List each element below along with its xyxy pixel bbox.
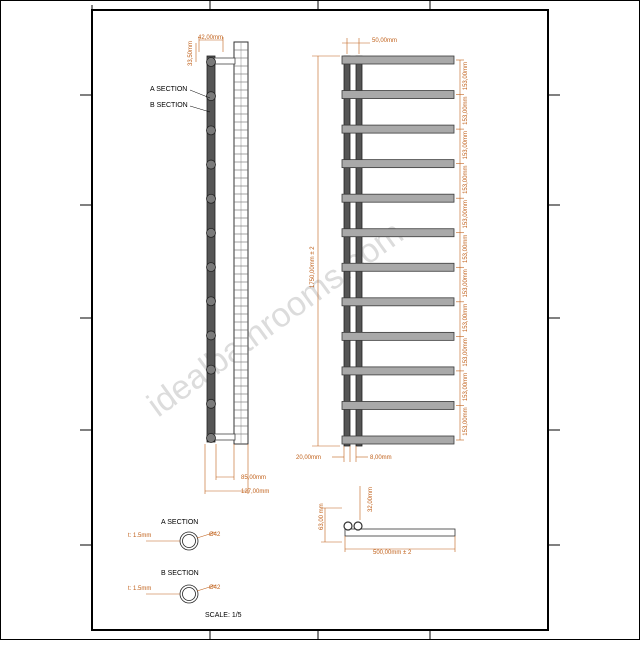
section-a-title: A SECTION: [161, 519, 198, 526]
towel-bar: [341, 90, 455, 99]
side-dim-top: 33,50mm: [188, 41, 194, 66]
spacing-label: 153,00mm: [463, 269, 469, 297]
towel-bar: [341, 159, 455, 169]
front-dim-height: 1750,00mm ± 2: [310, 246, 316, 288]
spacing-label: 153,00mm: [463, 96, 469, 124]
towel-bar: [341, 331, 455, 341]
side-nodes: [206, 57, 216, 443]
plan-dim-height: 63,00 mm: [319, 503, 325, 530]
side-node: [206, 433, 216, 443]
section-a-thickness: t: 1.5mm: [128, 533, 151, 539]
spacing-label: 153,00mm: [463, 338, 469, 366]
side-node: [206, 57, 216, 67]
spacing-label: 153,00mm: [463, 62, 469, 90]
side-label-a-section: A SECTION: [150, 86, 187, 93]
spacing-label: 153,00mm: [463, 235, 469, 263]
side-node: [206, 125, 216, 136]
towel-bar: [341, 124, 455, 134]
scale-label: SCALE: 1/5: [205, 612, 242, 619]
side-node: [206, 364, 216, 375]
side-dim-depth-outer: 127,00mm: [241, 489, 269, 495]
plan-dim-width: 500,00mm ± 2: [373, 550, 412, 556]
towel-bar: [341, 366, 455, 376]
side-node: [206, 193, 216, 204]
side-node: [206, 228, 216, 238]
side-dim-depth-inner: 85,00mm: [241, 475, 266, 481]
plan-tube-left: [343, 521, 353, 531]
front-dim-width: 50,00mm: [372, 38, 397, 44]
front-spacings: 153,00mm 153,00mm 153,00mm 153,00mm 153,00mm…: [456, 59, 469, 441]
spacing-label: 153,00mm: [463, 407, 469, 435]
side-label-b-section: B SECTION: [150, 102, 188, 109]
plan-dim-depth: 32,00mm: [368, 487, 374, 512]
side-node: [206, 159, 216, 170]
section-b-title: B SECTION: [161, 570, 199, 577]
towel-bar: [341, 262, 455, 272]
watermark: idealbathrooms.com: [140, 214, 410, 425]
side-tube: [206, 55, 216, 443]
towel-bar: [341, 228, 455, 238]
side-node: [206, 262, 216, 272]
spacing-label: 153,00mm: [463, 304, 469, 332]
front-bars: [341, 55, 455, 445]
front-tube-right: [355, 55, 363, 447]
front-tube-left: [343, 55, 351, 447]
section-b-thickness: t: 1.5mm: [128, 586, 151, 592]
side-node: [206, 330, 216, 341]
section-b: B SECTION t: 1.5mm Ø42: [128, 570, 221, 604]
towel-bar: [341, 193, 455, 203]
towel-bar: [341, 297, 455, 307]
side-node: [206, 296, 216, 307]
side-view: 42,00mm 33,50mm A SECTION B SECTION 85,0…: [150, 35, 269, 495]
towel-bar: [341, 435, 455, 445]
section-a-diameter: Ø42: [209, 532, 221, 538]
front-view: 153,00mm 153,00mm 153,00mm 153,00mm 153,00mm…: [296, 38, 469, 462]
spacing-label: 153,00mm: [463, 200, 469, 228]
towel-bar: [341, 401, 455, 410]
spacing-label: 153,00mm: [463, 131, 469, 159]
side-node: [206, 398, 216, 409]
spacing-label: 153,00mm: [463, 166, 469, 194]
side-ladder: [233, 41, 249, 445]
side-node: [206, 91, 216, 102]
section-a: A SECTION t: 1.5mm Ø42: [128, 519, 221, 551]
towel-bar: [341, 55, 455, 65]
section-b-diameter: Ø42: [209, 585, 221, 591]
plan-view: 63,00 mm 32,00mm 500,00mm ± 2: [319, 486, 456, 556]
plan-tube-right: [353, 521, 363, 531]
spacing-label: 153,00mm: [463, 373, 469, 401]
front-dim-bottom-right: 8,00mm: [370, 455, 392, 461]
front-dim-bottom-left: 20,00mm: [296, 455, 321, 461]
plan-bar: [344, 528, 456, 537]
side-dim-width: 42,00mm: [198, 35, 223, 41]
